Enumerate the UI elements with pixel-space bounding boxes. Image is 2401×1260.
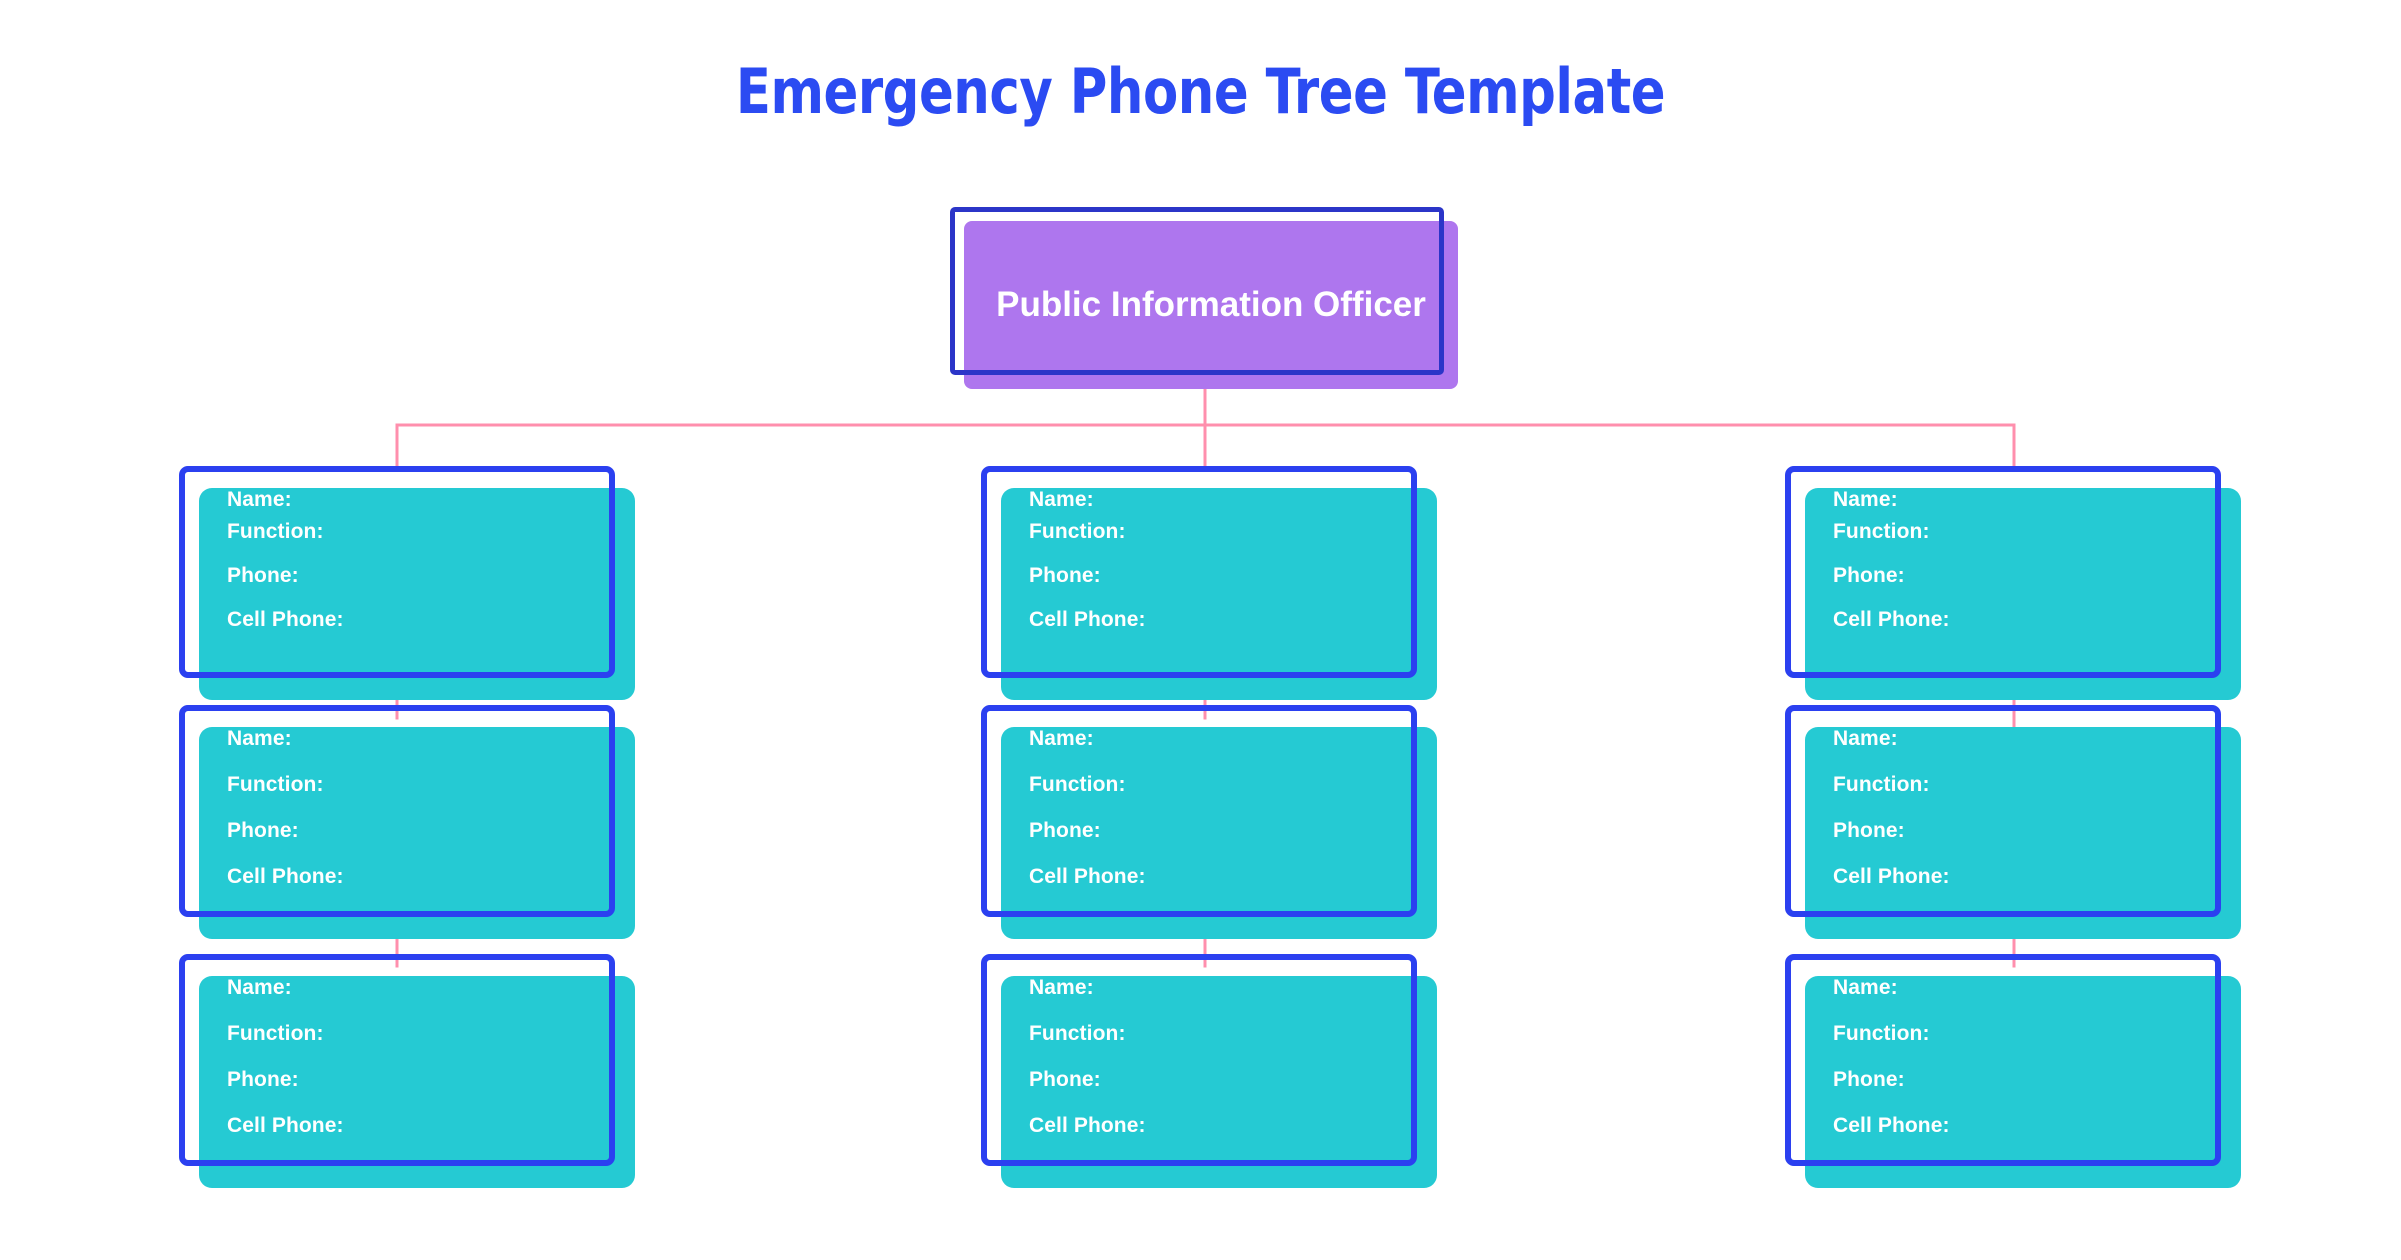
root-node-label: Public Information Officer (996, 285, 1426, 324)
node-left-row1[interactable]: Name: Function: Phone: Cell Phone: (179, 466, 639, 706)
field-name: Name: (1833, 976, 1898, 999)
field-cell-phone: Cell Phone: (227, 1114, 344, 1137)
node-frame (1785, 705, 2221, 917)
node-frame (179, 705, 615, 917)
field-phone: Phone: (1029, 1068, 1101, 1091)
node-center-row1[interactable]: Name: Function: Phone: Cell Phone: (981, 466, 1441, 706)
node-fields: Name: Function: Phone: Cell Phone: (1833, 488, 2231, 632)
field-name: Name: (1029, 488, 1094, 511)
node-center-row3[interactable]: Name: Function: Phone: Cell Phone: (981, 954, 1441, 1194)
field-name: Name: (227, 976, 292, 999)
node-card: Name: Function: Phone: Cell Phone: (1001, 488, 1437, 700)
field-phone: Phone: (227, 1068, 299, 1091)
field-cell-phone: Cell Phone: (1833, 865, 1950, 888)
node-fields: Name: Function: Phone: Cell Phone: (227, 976, 625, 1160)
node-public-information-officer[interactable]: Public Information Officer (950, 207, 1462, 393)
node-frame (981, 705, 1417, 917)
node-fields: Name: Function: Phone: Cell Phone: (227, 488, 625, 632)
node-card: Name: Function: Phone: Cell Phone: (199, 727, 635, 939)
field-name: Name: (227, 488, 292, 511)
field-cell-phone: Cell Phone: (1029, 1114, 1146, 1137)
field-phone: Phone: (1029, 819, 1101, 842)
node-card: Name: Function: Phone: Cell Phone: (1001, 727, 1437, 939)
node-fields: Name: Function: Phone: Cell Phone: (1029, 488, 1427, 632)
node-right-row1[interactable]: Name: Function: Phone: Cell Phone: (1785, 466, 2245, 706)
field-cell-phone: Cell Phone: (1833, 608, 1950, 631)
field-function: Function: (1029, 1022, 1126, 1045)
field-name: Name: (1029, 976, 1094, 999)
node-frame (981, 954, 1417, 1166)
node-fields: Name: Function: Phone: Cell Phone: (1029, 727, 1427, 911)
field-name: Name: (1833, 727, 1898, 750)
node-right-row3[interactable]: Name: Function: Phone: Cell Phone: (1785, 954, 2245, 1194)
field-function: Function: (227, 520, 324, 543)
field-cell-phone: Cell Phone: (227, 865, 344, 888)
field-cell-phone: Cell Phone: (1833, 1114, 1950, 1137)
node-card: Name: Function: Phone: Cell Phone: (1805, 727, 2241, 939)
node-card: Name: Function: Phone: Cell Phone: (199, 488, 635, 700)
node-frame (1785, 954, 2221, 1166)
field-name: Name: (1029, 727, 1094, 750)
field-function: Function: (1029, 773, 1126, 796)
node-left-row2[interactable]: Name: Function: Phone: Cell Phone: (179, 705, 639, 945)
node-center-row2[interactable]: Name: Function: Phone: Cell Phone: (981, 705, 1441, 945)
root-node-frame (950, 207, 1444, 375)
field-function: Function: (1833, 1022, 1930, 1045)
field-phone: Phone: (1833, 819, 1905, 842)
node-fields: Name: Function: Phone: Cell Phone: (1029, 976, 1427, 1160)
page-title: Emergency Phone Tree Template (735, 55, 1666, 128)
node-right-row2[interactable]: Name: Function: Phone: Cell Phone: (1785, 705, 2245, 945)
node-frame (179, 466, 615, 678)
field-phone: Phone: (227, 819, 299, 842)
field-name: Name: (227, 727, 292, 750)
node-left-row3[interactable]: Name: Function: Phone: Cell Phone: (179, 954, 639, 1194)
field-phone: Phone: (227, 564, 299, 587)
node-fields: Name: Function: Phone: Cell Phone: (1833, 727, 2231, 911)
field-cell-phone: Cell Phone: (1029, 608, 1146, 631)
field-cell-phone: Cell Phone: (1029, 865, 1146, 888)
field-function: Function: (227, 1022, 324, 1045)
field-function: Function: (1833, 773, 1930, 796)
field-phone: Phone: (1833, 1068, 1905, 1091)
node-fields: Name: Function: Phone: Cell Phone: (227, 727, 625, 911)
field-name: Name: (1833, 488, 1898, 511)
node-card: Name: Function: Phone: Cell Phone: (1001, 976, 1437, 1188)
node-card: Name: Function: Phone: Cell Phone: (199, 976, 635, 1188)
root-node-card: Public Information Officer (964, 221, 1458, 389)
node-frame (1785, 466, 2221, 678)
field-phone: Phone: (1029, 564, 1101, 587)
node-card: Name: Function: Phone: Cell Phone: (1805, 976, 2241, 1188)
field-phone: Phone: (1833, 564, 1905, 587)
field-cell-phone: Cell Phone: (227, 608, 344, 631)
node-fields: Name: Function: Phone: Cell Phone: (1833, 976, 2231, 1160)
node-frame (179, 954, 615, 1166)
node-card: Name: Function: Phone: Cell Phone: (1805, 488, 2241, 700)
node-frame (981, 466, 1417, 678)
field-function: Function: (1029, 520, 1126, 543)
field-function: Function: (227, 773, 324, 796)
field-function: Function: (1833, 520, 1930, 543)
